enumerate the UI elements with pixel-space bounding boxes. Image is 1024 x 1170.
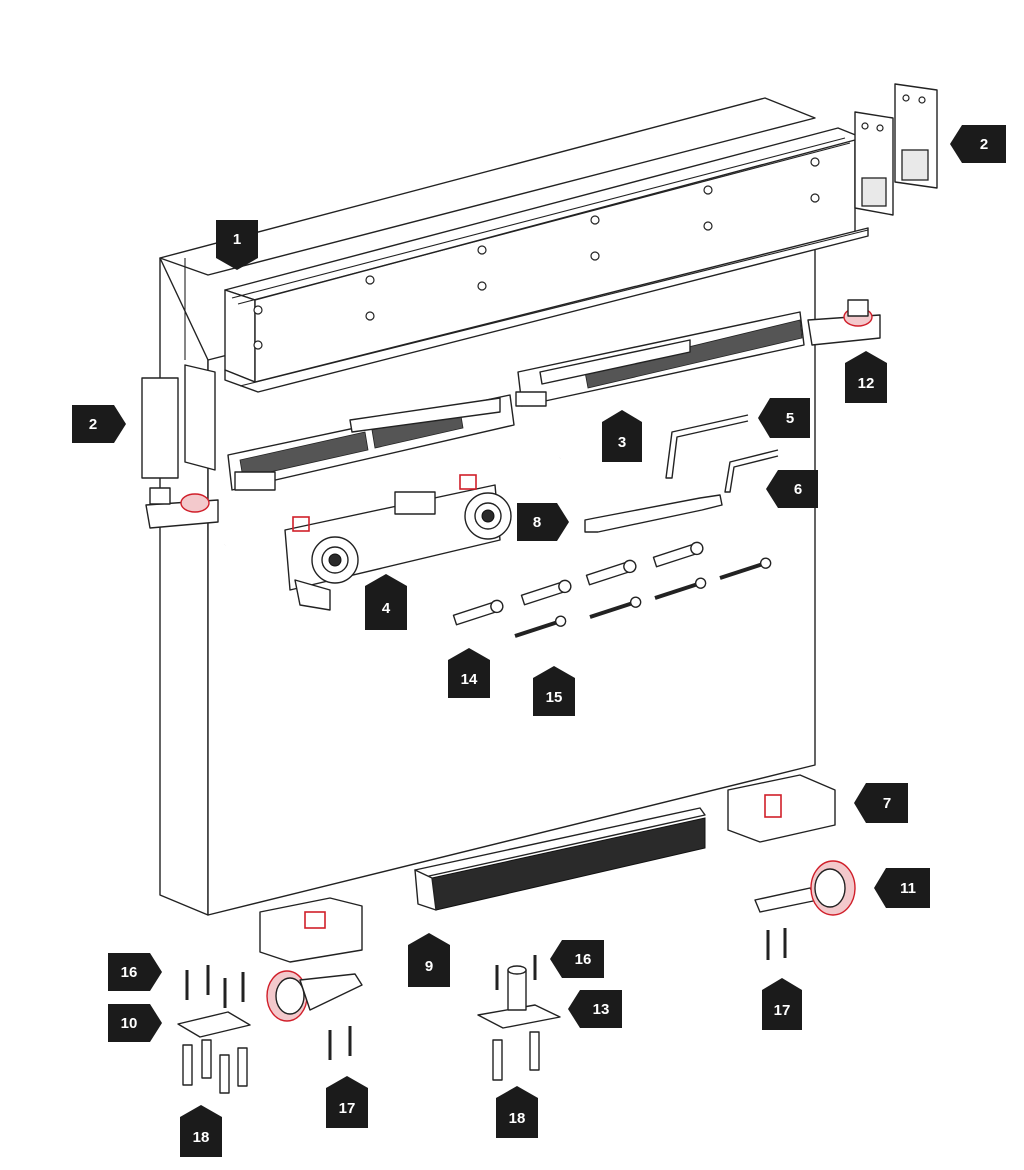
- callout-marker: [108, 1004, 162, 1042]
- callout-marker: [602, 410, 642, 462]
- callout-c9: 9: [408, 933, 450, 987]
- callout-number: 8: [533, 514, 541, 531]
- callout-marker: [517, 503, 569, 541]
- callout-c5: 5: [758, 398, 810, 438]
- callout-c11: 11: [874, 868, 930, 908]
- callout-marker: [72, 405, 126, 443]
- spanner-tool: [584, 494, 723, 533]
- brush-seal-strip: [414, 807, 706, 911]
- callout-c2b: 2: [950, 125, 1006, 163]
- callout-c12: 12: [845, 351, 887, 403]
- callout-c15: 15: [533, 666, 575, 716]
- callout-c4: 4: [365, 574, 407, 630]
- callout-number: 7: [883, 795, 891, 812]
- callout-marker: [496, 1086, 538, 1138]
- roller-carriage: [224, 456, 561, 611]
- track-end-caps: [141, 83, 938, 479]
- callout-number: 14: [461, 671, 478, 688]
- callout-number: 18: [193, 1129, 210, 1146]
- soft-close-damper-right: [515, 311, 805, 407]
- callout-number: 17: [774, 1002, 791, 1019]
- callout-marker: [568, 990, 622, 1028]
- callout-c1: 1: [216, 220, 258, 270]
- callout-c2a: 2: [72, 405, 126, 443]
- floor-plate-left: [177, 1011, 251, 1038]
- callout-marker: [180, 1105, 222, 1157]
- callout-number: 4: [382, 600, 391, 617]
- callout-number: 10: [121, 1015, 138, 1032]
- callout-c10: 10: [108, 1004, 162, 1042]
- callout-marker: [550, 940, 604, 978]
- callout-marker: [845, 351, 887, 403]
- callout-number: 1: [233, 231, 241, 248]
- callout-marker: [533, 666, 575, 716]
- bottom-guide-left: [259, 897, 363, 963]
- callout-number: 9: [425, 958, 433, 975]
- callout-marker: [108, 953, 162, 991]
- bottom-guide-right: [727, 774, 836, 843]
- callout-marker: [448, 648, 490, 698]
- callout-number: 18: [509, 1110, 526, 1127]
- track-screw-holes: [253, 157, 820, 350]
- callout-c13: 13: [568, 990, 622, 1028]
- callout-c14: 14: [448, 648, 490, 698]
- callout-c17a: 17: [326, 1076, 368, 1128]
- callout-number: 2: [980, 136, 988, 153]
- floor-guide-roller-right: [754, 860, 856, 916]
- callout-marker: [874, 868, 930, 908]
- callout-marker: [408, 933, 450, 987]
- callout-number: 5: [786, 410, 794, 427]
- callout-number: 11: [900, 880, 916, 897]
- soft-close-damper-left: [227, 394, 515, 491]
- hex-key-large: [665, 414, 749, 479]
- callout-number: 3: [618, 434, 626, 451]
- callout-c18b: 18: [496, 1086, 538, 1138]
- wall-plugs-and-screws: [452, 541, 772, 638]
- callout-c3: 3: [602, 410, 642, 462]
- callout-marker: [326, 1076, 368, 1128]
- callout-marker: [766, 470, 818, 508]
- callout-number: 2: [89, 416, 97, 433]
- top-track: [224, 127, 869, 393]
- callout-number: 12: [858, 375, 875, 392]
- callout-c16a: 16: [108, 953, 162, 991]
- callout-number: 6: [794, 481, 802, 498]
- callout-marker: [950, 125, 1006, 163]
- floor-guide-pin: [477, 965, 561, 1029]
- callout-c16b: 16: [550, 940, 604, 978]
- floor-plugs: [182, 1031, 540, 1094]
- callout-c17b: 17: [762, 978, 802, 1030]
- callout-c18a: 18: [180, 1105, 222, 1157]
- callout-marker: [758, 398, 810, 438]
- end-stop-left: [145, 487, 219, 529]
- callout-c7: 7: [854, 783, 908, 823]
- callout-marker: [854, 783, 908, 823]
- callout-c6: 6: [766, 470, 818, 508]
- callout-number: 16: [575, 951, 592, 968]
- callout-c8: 8: [517, 503, 569, 541]
- callout-number: 13: [593, 1001, 610, 1018]
- callout-marker: [762, 978, 802, 1030]
- end-stop-right: [807, 299, 881, 346]
- floor-guide-roller-left: [266, 970, 363, 1022]
- callout-marker: [216, 220, 258, 270]
- callout-marker: [365, 574, 407, 630]
- callout-number: 17: [339, 1100, 356, 1117]
- callout-number: 15: [546, 689, 563, 706]
- hex-key-small: [724, 449, 779, 493]
- floor-screws: [185, 928, 787, 1060]
- callout-number: 16: [121, 964, 138, 981]
